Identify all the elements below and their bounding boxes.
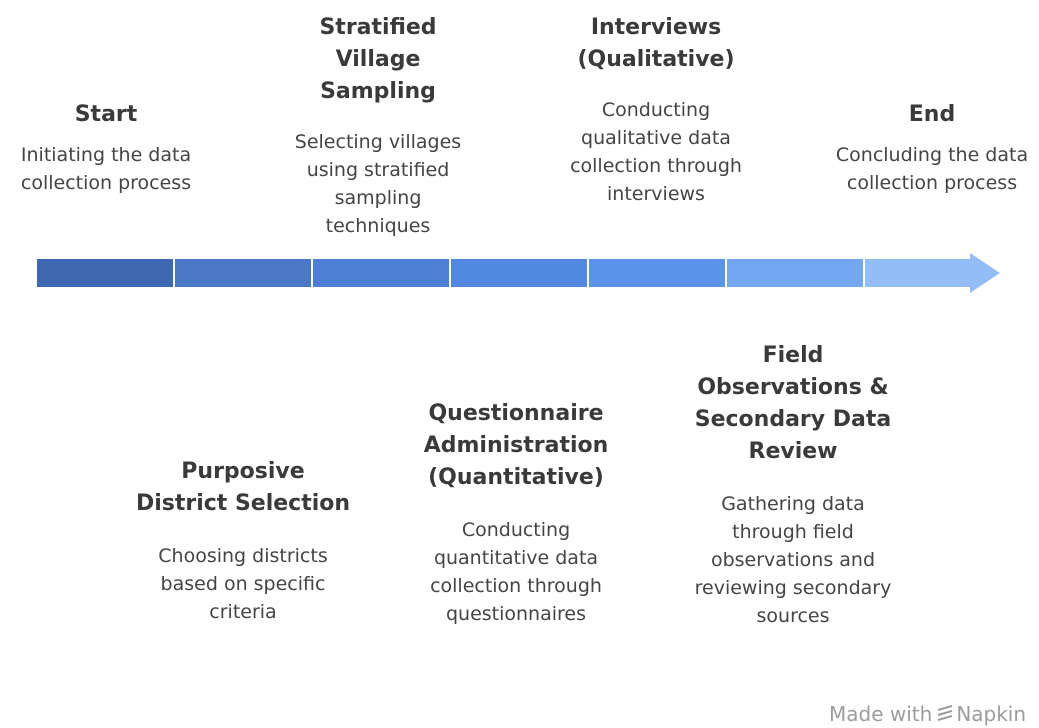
step-description: Gathering data through field observation… (694, 493, 892, 627)
brand-name: Napkin (956, 702, 1027, 726)
step-description: Selecting villages using stratified samp… (294, 131, 462, 237)
timeline-arrowhead-end (865, 253, 1000, 293)
step-questionnaire-administration: Questionnaire Administration (Quantitati… (416, 398, 616, 628)
timeline-segment-district-selection (175, 259, 311, 287)
step-description: Choosing districts based on specific cri… (158, 545, 328, 623)
step-purposive-district-selection: Purposive District Selection Choosing di… (128, 456, 358, 626)
step-stratified-village-sampling: Stratified Village Sampling Selecting vi… (275, 12, 481, 240)
step-title: Field Observations & Secondary Data Revi… (694, 343, 892, 464)
step-title: Purposive District Selection (135, 459, 351, 516)
step-title: Questionnaire Administration (Quantitati… (423, 401, 609, 490)
timeline-segment-interviews (589, 259, 725, 287)
step-title: Interviews (Qualitative) (577, 15, 735, 72)
step-start: Start Initiating the data collection pro… (4, 99, 208, 197)
step-end: End Concluding the data collection proce… (826, 99, 1038, 197)
timeline-segment-village-sampling (313, 259, 449, 287)
timeline-segment-start (37, 259, 173, 287)
step-description: Concluding the data collection process (835, 144, 1029, 194)
step-field-observations: Field Observations & Secondary Data Revi… (684, 340, 902, 630)
step-title: End (908, 102, 956, 127)
timeline-segment-field-observations (727, 259, 863, 287)
step-description: Initiating the data collection process (20, 144, 192, 194)
step-description: Conducting qualitative data collection t… (570, 99, 742, 205)
step-title: Start (74, 102, 138, 127)
step-title: Stratified Village Sampling (319, 15, 437, 104)
made-with-napkin-watermark: Made with Napkin (829, 700, 1039, 728)
napkin-logo-icon (938, 705, 953, 721)
made-with-label: Made with (829, 702, 933, 726)
timeline-segment-questionnaire (451, 259, 587, 287)
step-interviews: Interviews (Qualitative) Conducting qual… (558, 12, 754, 208)
step-description: Conducting quantitative data collection … (430, 519, 602, 625)
